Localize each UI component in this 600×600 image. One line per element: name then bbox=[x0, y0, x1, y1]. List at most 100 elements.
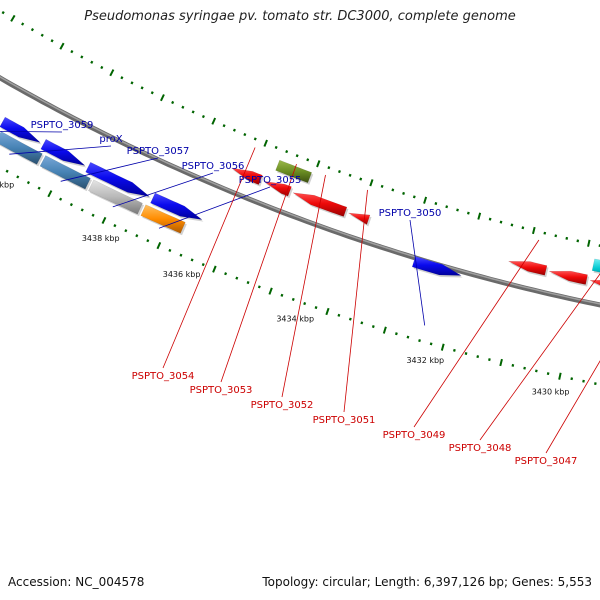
gene-feature-plus[interactable] bbox=[150, 192, 203, 220]
outer-scale-tick bbox=[80, 208, 84, 212]
top-leader-line bbox=[60, 157, 159, 182]
inner-scale-tick bbox=[510, 223, 514, 227]
inner-scale-tick bbox=[21, 22, 25, 26]
gene-label-bottom: PSPTO_3047 bbox=[515, 456, 578, 467]
outer-scale-tick bbox=[499, 358, 503, 367]
gene-feature-minus[interactable] bbox=[348, 212, 371, 225]
inner-scale-tick bbox=[263, 139, 268, 147]
outer-scale-tick bbox=[91, 213, 95, 217]
outer-scale-tick bbox=[235, 276, 239, 280]
outer-scale-tick bbox=[570, 377, 574, 381]
inner-scale-tick bbox=[100, 65, 104, 70]
scale-ticks bbox=[1, 10, 600, 386]
inner-scale-tick bbox=[211, 117, 217, 125]
inner-scale-tick bbox=[380, 184, 384, 188]
gene-label-bottom: PSPTO_3048 bbox=[449, 443, 512, 454]
gene-label-bottom: PSPTO_3053 bbox=[190, 385, 253, 396]
accession-label: Accession: NC_004578 bbox=[8, 575, 145, 589]
gene-feature-plus[interactable] bbox=[0, 116, 41, 143]
bottom-leader-line bbox=[162, 147, 256, 369]
bottom-leader-line bbox=[281, 174, 326, 398]
inner-scale-tick bbox=[338, 169, 341, 174]
outer-scale-tick bbox=[268, 287, 273, 295]
outer-scale-tick bbox=[558, 372, 562, 380]
scale-label: 3430 kbp bbox=[532, 388, 570, 397]
outer-scale-tick bbox=[382, 326, 387, 334]
inner-scale-tick bbox=[445, 205, 449, 209]
outer-scale-tick bbox=[101, 216, 107, 225]
gene-features[interactable] bbox=[0, 92, 600, 398]
gene-label-top: PSPTO_3050 bbox=[379, 208, 442, 219]
inner-scale-tick bbox=[30, 28, 34, 32]
scale-label: 3436 kbp bbox=[163, 270, 201, 279]
inner-scale-tick bbox=[532, 226, 536, 235]
outer-scale-tick bbox=[224, 272, 228, 276]
inner-scale-tick bbox=[1, 10, 5, 15]
top-leader-line bbox=[9, 145, 112, 155]
gene-label-top: proX bbox=[99, 134, 122, 145]
outer-scale-tick bbox=[5, 169, 9, 173]
outer-scale-tick bbox=[257, 285, 261, 289]
top-leader-line bbox=[409, 219, 426, 326]
genome-summary: Topology: circular; Length: 6,397,126 bp… bbox=[262, 575, 592, 589]
inner-scale-tick bbox=[499, 220, 503, 224]
bottom-leader-line bbox=[343, 189, 368, 413]
outer-scale-tick bbox=[179, 253, 183, 257]
map-title: Pseudomonas syringae pv. tomato str. DC3… bbox=[84, 9, 516, 24]
gene-feature-top[interactable] bbox=[39, 155, 91, 190]
inner-scale-tick bbox=[120, 76, 124, 80]
genome-backbone bbox=[0, 75, 600, 308]
gene-label-top: PSPTO_3059 bbox=[31, 120, 94, 131]
inner-scale-tick bbox=[109, 69, 115, 77]
gene-feature-plus[interactable] bbox=[85, 161, 150, 197]
inner-scale-tick bbox=[434, 202, 438, 206]
outer-scale-tick bbox=[69, 202, 73, 207]
gene-feature-minus[interactable] bbox=[589, 279, 600, 293]
outer-scale-tick bbox=[325, 307, 330, 316]
scale-label: 3438 kbp bbox=[82, 234, 120, 243]
outer-scale-tick bbox=[124, 229, 128, 233]
inner-scale-tick bbox=[576, 239, 580, 243]
inner-scale-tick bbox=[391, 188, 395, 192]
inner-scale-tick bbox=[181, 105, 185, 109]
gene-label-top: PSPTO_3057 bbox=[127, 146, 190, 157]
gene-feature-plus[interactable] bbox=[40, 138, 86, 166]
inner-scale-tick bbox=[285, 150, 289, 154]
outer-scale-tick bbox=[246, 280, 250, 285]
outer-scale-tick bbox=[37, 186, 41, 190]
outer-scale-tick bbox=[418, 339, 421, 343]
gene-feature-top[interactable] bbox=[88, 179, 143, 215]
scale-label: 3432 kbp bbox=[406, 356, 444, 365]
gene-feature-plus-shadow bbox=[0, 121, 1, 123]
inner-scale-tick bbox=[466, 211, 470, 215]
gene-feature-minus[interactable] bbox=[508, 261, 548, 276]
outer-scale-tick bbox=[190, 258, 194, 262]
outer-scale-tick bbox=[476, 355, 480, 359]
inner-scale-tick bbox=[10, 14, 16, 22]
bottom-leader-line bbox=[220, 163, 297, 383]
outer-scale-tick bbox=[291, 297, 295, 302]
outer-scale-tick bbox=[360, 321, 364, 325]
inner-scale-tick bbox=[274, 145, 278, 150]
inner-scale-tick bbox=[402, 191, 405, 195]
inner-scale-tick bbox=[488, 217, 492, 221]
outer-scale-tick bbox=[440, 343, 445, 351]
outer-scale-tick bbox=[201, 263, 205, 267]
gene-feature-minus[interactable] bbox=[591, 258, 600, 278]
outer-scale-tick bbox=[337, 313, 341, 317]
gene-feature-top[interactable] bbox=[140, 204, 186, 234]
gene-label-bottom: PSPTO_3054 bbox=[132, 371, 195, 382]
gene-feature-minus[interactable] bbox=[231, 167, 263, 185]
scale-label: 3434 kbp bbox=[276, 314, 314, 323]
inner-scale-tick bbox=[587, 239, 591, 247]
inner-scale-tick bbox=[243, 133, 247, 137]
gene-label-bottom: PSPTO_3049 bbox=[383, 430, 446, 441]
outer-scale-tick bbox=[146, 239, 150, 243]
backbone-highlight bbox=[0, 76, 600, 305]
gene-feature-minus[interactable] bbox=[549, 270, 588, 285]
inner-scale-tick bbox=[160, 94, 165, 102]
gene-feature-plus[interactable] bbox=[411, 256, 463, 276]
outer-scale-tick bbox=[135, 234, 139, 238]
